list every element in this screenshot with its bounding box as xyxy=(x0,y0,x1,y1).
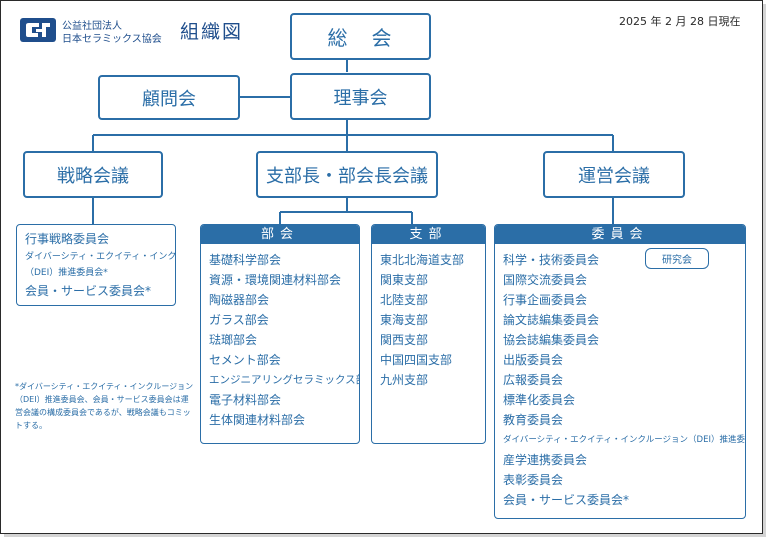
committee-item: 教育委員会 xyxy=(503,413,564,427)
strategy-member-item: 会員・サービス委員会* xyxy=(25,284,152,298)
committees-header: 委員会 xyxy=(495,225,745,244)
association-logo-icon xyxy=(20,18,56,42)
node-general-assembly-label: 総 会 xyxy=(327,26,394,50)
branch-item: 北陸支部 xyxy=(380,293,429,307)
branch-item: 東海支部 xyxy=(380,313,429,327)
node-strategy-label: 戦略会議 xyxy=(57,165,129,187)
page-title: 組織図 xyxy=(180,21,244,43)
committee-item: 会員・サービス委員会* xyxy=(503,493,630,507)
committee-item: 出版委員会 xyxy=(503,353,564,367)
branch-item: 東北北海道支部 xyxy=(380,253,465,267)
footnote: *ダイバーシティ・エクイティ・インクルージョン（DEI）推進委員会、会員・サービ… xyxy=(15,382,194,430)
branch-item: 九州支部 xyxy=(380,373,429,387)
divisions-list: 基礎科学部会資源・環境関連材料部会陶磁器部会ガラス部会琺瑯部会セメント部会エンジ… xyxy=(201,244,359,430)
research-group-tag: 研究会 xyxy=(645,248,709,269)
committee-item: 広報委員会 xyxy=(503,373,564,387)
strategy-member-item: （DEI）推進委員会* xyxy=(25,268,108,278)
divisions-box: 部会 基礎科学部会資源・環境関連材料部会陶磁器部会ガラス部会琺瑯部会セメント部会… xyxy=(200,224,360,444)
node-board: 理事会 xyxy=(290,73,431,120)
division-item: 陶磁器部会 xyxy=(209,293,270,307)
committee-item: 国際交流委員会 xyxy=(503,273,588,287)
node-board-label: 理事会 xyxy=(333,87,388,109)
org-type-label: 公益社団法人 xyxy=(62,21,122,32)
division-item: 基礎科学部会 xyxy=(209,253,282,267)
strategy-member-item: 行事戦略委員会 xyxy=(25,232,110,246)
node-branch-division-label: 支部長・部会長会議 xyxy=(266,165,428,187)
node-operations: 運営会議 xyxy=(543,151,685,198)
division-item: セメント部会 xyxy=(209,353,281,367)
node-advisory-label: 顧問会 xyxy=(142,88,196,110)
committee-item: 科学・技術委員会 xyxy=(503,253,600,267)
frame-shadow-bottom xyxy=(4,534,766,537)
as-of-date: 2025 年 2 月 28 日現在 xyxy=(619,15,741,28)
committee-item: ダイバーシティ・エクイティ・インクルージョン（DEI）推進委員会* xyxy=(503,435,746,445)
division-item: エンジニアリングセラミックス部会 xyxy=(209,374,360,386)
committees-box: 委員会 科学・技術委員会国際交流委員会行事企画委員会論文誌編集委員会協会誌編集委… xyxy=(494,224,746,519)
node-advisory: 顧問会 xyxy=(98,75,240,120)
committees-list: 科学・技術委員会国際交流委員会行事企画委員会論文誌編集委員会協会誌編集委員会出版… xyxy=(495,244,745,510)
committee-item: 論文誌編集委員会 xyxy=(503,313,600,327)
committee-item: 産学連携委員会 xyxy=(503,453,588,467)
committee-item: 行事企画委員会 xyxy=(503,293,588,307)
branches-list: 東北北海道支部関東支部北陸支部東海支部関西支部中国四国支部九州支部 xyxy=(372,244,485,390)
org-name-label: 日本セラミックス協会 xyxy=(62,34,162,45)
branches-header: 支部 xyxy=(372,225,485,244)
committee-item: 表彰委員会 xyxy=(503,473,564,487)
node-branch-division-meeting: 支部長・部会長会議 xyxy=(256,151,438,198)
divisions-header: 部会 xyxy=(201,225,359,244)
branch-item: 関西支部 xyxy=(380,333,429,347)
committee-item: 標準化委員会 xyxy=(503,393,576,407)
division-item: 琺瑯部会 xyxy=(209,333,258,347)
branch-item: 関東支部 xyxy=(380,273,429,287)
committee-item: 協会誌編集委員会 xyxy=(503,333,600,347)
node-strategy: 戦略会議 xyxy=(23,151,163,198)
node-general-assembly: 総 会 xyxy=(290,13,431,60)
division-item: 電子材料部会 xyxy=(209,393,282,407)
node-operations-label: 運営会議 xyxy=(578,165,650,187)
division-item: 資源・環境関連材料部会 xyxy=(209,273,342,287)
frame-shadow-right xyxy=(763,4,766,537)
branches-box: 支部 東北北海道支部関東支部北陸支部東海支部関西支部中国四国支部九州支部 xyxy=(371,224,486,444)
strategy-member-item: ダイバーシティ・エクイティ・インクルージョン xyxy=(25,252,176,262)
division-item: ガラス部会 xyxy=(209,313,269,327)
division-item: 生体関連材料部会 xyxy=(209,413,306,427)
branch-item: 中国四国支部 xyxy=(380,353,453,367)
